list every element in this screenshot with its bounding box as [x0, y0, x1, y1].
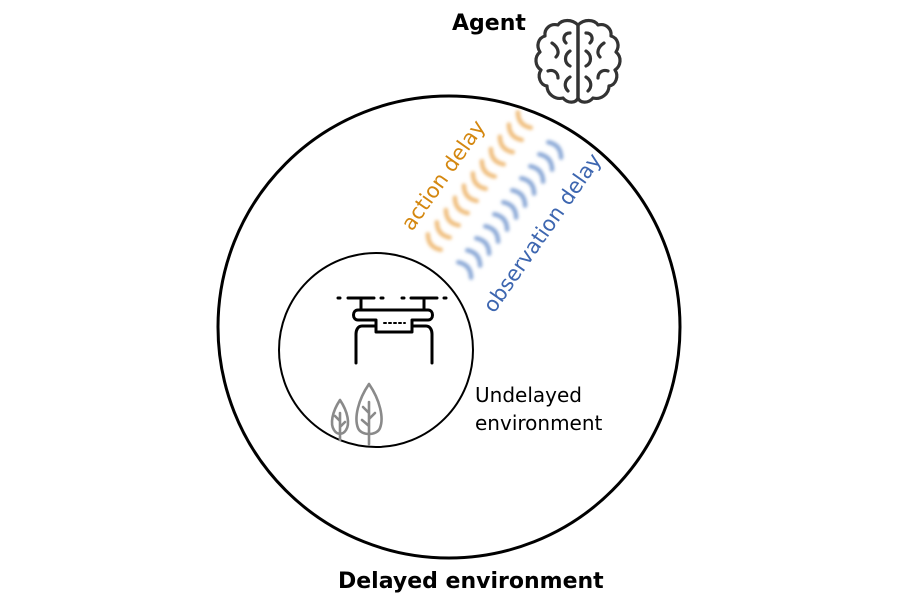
drone-icon — [336, 296, 448, 365]
observation-wave — [456, 260, 474, 280]
action-delay-label: action delay — [396, 116, 489, 235]
agent-label: Agent — [452, 11, 526, 36]
action-wave — [425, 232, 443, 252]
action-wave — [479, 158, 497, 179]
observation-wave — [465, 248, 483, 268]
undelayed-environment-circle — [278, 252, 474, 448]
action-wave — [452, 195, 470, 216]
delayed-environment-label: Delayed environment — [338, 569, 604, 594]
trees-icon — [330, 382, 383, 446]
action-wave — [488, 146, 506, 167]
action-delay-waves — [425, 110, 533, 252]
action-wave — [515, 110, 533, 130]
observation-wave — [492, 212, 510, 232]
observation-delay-waves — [456, 140, 564, 280]
action-wave — [506, 122, 524, 143]
observation-wave — [483, 224, 501, 244]
observation-wave — [546, 140, 564, 160]
action-wave — [443, 207, 461, 228]
observation-wave — [501, 200, 519, 220]
delayed-environment-circle — [216, 94, 682, 560]
observation-wave — [528, 164, 546, 184]
observation-wave — [519, 176, 537, 196]
observation-wave — [510, 188, 528, 208]
action-wave — [434, 219, 452, 240]
action-wave — [461, 183, 479, 204]
action-wave — [470, 171, 488, 191]
action-wave — [497, 134, 515, 155]
observation-wave — [474, 236, 492, 256]
brain-icon — [534, 18, 622, 104]
undelayed-environment-label: Undelayed environment — [475, 383, 603, 435]
observation-wave — [537, 152, 555, 172]
